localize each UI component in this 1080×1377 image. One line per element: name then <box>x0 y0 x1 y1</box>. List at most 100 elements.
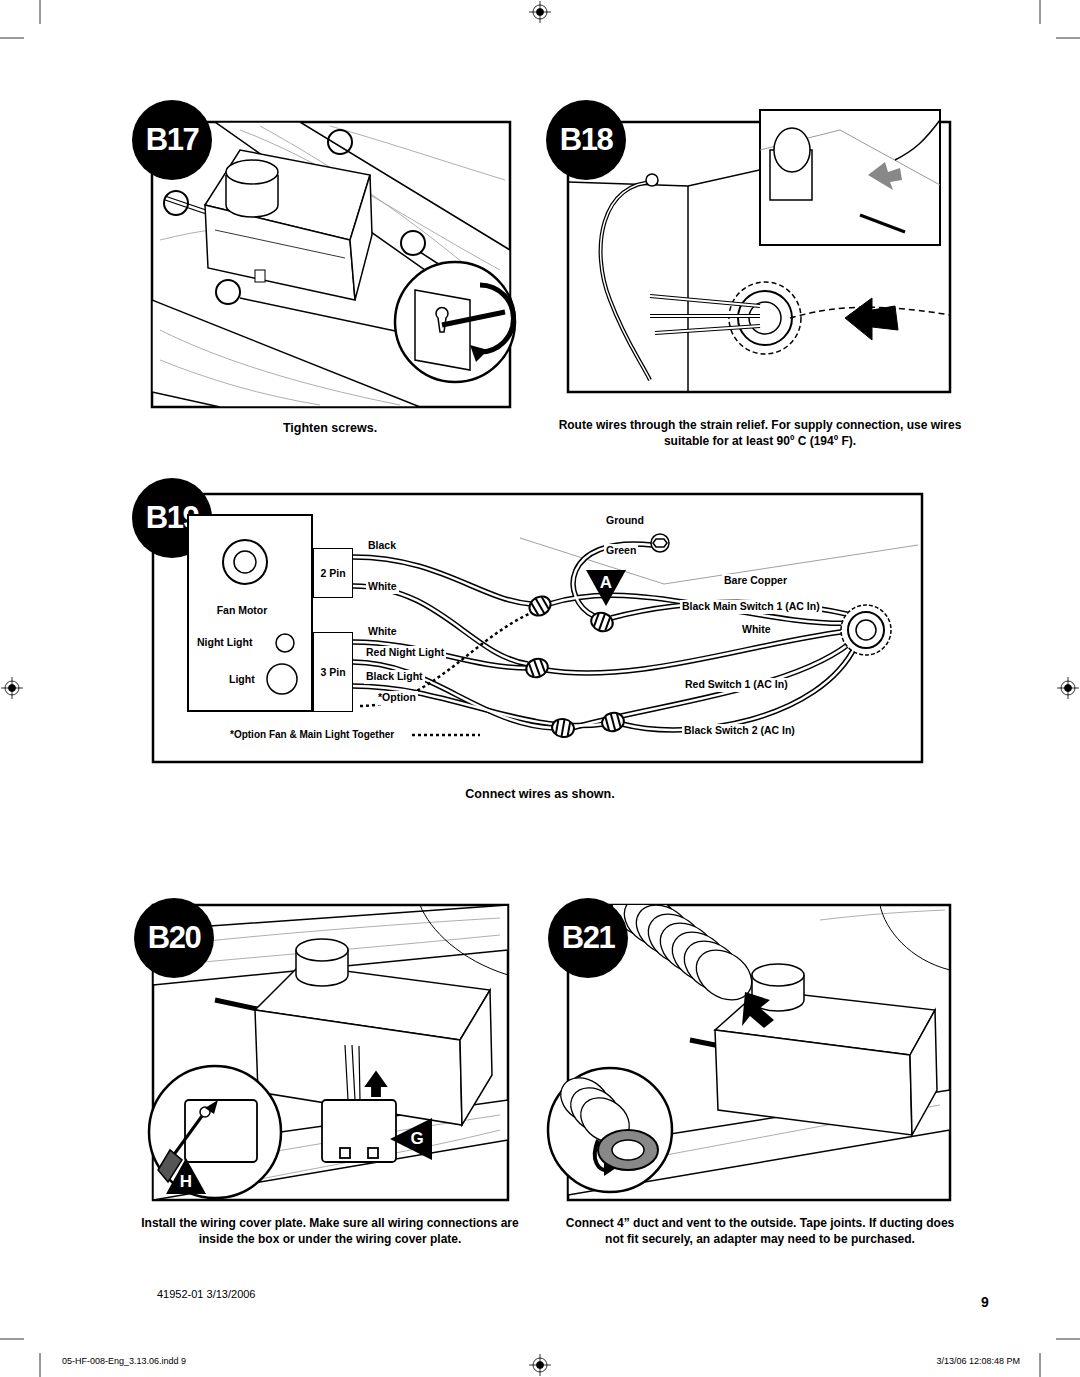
magnifier-detail-part <box>470 345 488 362</box>
crop-mark <box>1056 38 1080 39</box>
strain-relief <box>841 605 891 655</box>
crop-mark <box>1040 1353 1041 1377</box>
wire-label: White <box>366 625 399 639</box>
fan-housing-part <box>215 230 345 258</box>
step-number: B20 <box>148 920 200 956</box>
wire-nuts-part-part <box>524 656 551 680</box>
step-caption: Route wires through the strain relief. F… <box>545 418 975 449</box>
magnifier-detail-part <box>415 290 470 370</box>
wire-nuts <box>524 593 626 739</box>
ceiling-joists-part <box>170 918 500 1185</box>
strain-relief <box>650 282 950 354</box>
registration-mark-part <box>1068 677 1069 699</box>
wire-fills-part <box>622 645 856 730</box>
wire-label: Green <box>604 544 638 558</box>
step-caption: Connect wires as shown. <box>390 786 690 802</box>
inset-detail-part <box>860 215 905 232</box>
document-code: 41952-01 3/13/2006 <box>155 1287 257 1301</box>
magnifier-detail-part <box>205 1100 218 1114</box>
direction-arrow <box>742 992 774 1028</box>
triangle-shape-part <box>586 570 626 606</box>
crop-mark <box>1040 0 1041 24</box>
registration-mark-part <box>12 677 13 699</box>
option-dotted-wire <box>360 612 533 706</box>
step-badge: B21 <box>548 898 628 978</box>
crop-mark <box>0 38 24 39</box>
callout-triangle: A <box>586 570 626 606</box>
registration-mark-part <box>540 1 541 23</box>
wiring-cover-plate-part <box>366 1072 386 1096</box>
connector-box: 2 Pin <box>313 548 353 598</box>
step-b17-illustration <box>152 122 515 407</box>
option-dotted-key <box>412 734 480 737</box>
callout-letter: A <box>600 573 612 593</box>
triangle-shape-part <box>166 1158 206 1194</box>
motor-symbols-part <box>267 664 297 694</box>
crop-mark <box>40 0 41 24</box>
wire-nuts-part <box>600 710 626 733</box>
panel-frame <box>153 494 922 762</box>
screw-callouts-part <box>328 130 352 154</box>
part-label: Fan Motor <box>189 604 295 616</box>
wire-label: Black Switch 2 (AC In) <box>682 724 797 738</box>
joist <box>152 300 420 407</box>
wire-nuts-part-part <box>599 614 605 631</box>
housing-corner-part <box>601 182 658 380</box>
housing-corner-part <box>601 182 658 380</box>
motor-symbols-part <box>223 540 267 584</box>
wire-label: White <box>366 580 399 594</box>
pin-label: 3 Pin <box>320 666 345 678</box>
step-number: B18 <box>560 122 612 158</box>
step-caption: Tighten screws. <box>170 420 490 436</box>
wire-label: Black Light <box>364 670 425 684</box>
fan-housing-part <box>215 1000 262 1010</box>
registration-mark <box>529 1 551 23</box>
wire-nuts-part-part <box>540 659 545 672</box>
callout-triangle: G <box>390 1118 432 1160</box>
inset-detail-part <box>868 162 902 190</box>
wire-fills-part <box>573 544 652 616</box>
step-badge: B17 <box>132 100 212 180</box>
magnifier-detail-part <box>548 1068 672 1192</box>
fan-housing-part <box>296 939 348 961</box>
screw-callouts-part <box>240 298 400 332</box>
ceiling-edge-part <box>664 545 918 584</box>
fan-housing <box>165 150 372 300</box>
wiring-cover-plate <box>322 1072 396 1162</box>
magnifier-detail-part <box>436 308 448 332</box>
magnifier-detail <box>395 262 515 382</box>
wire-outlines <box>353 544 856 730</box>
fan-housing-part <box>345 1045 360 1100</box>
inset-detail <box>760 110 940 245</box>
wire-nuts-part-part <box>568 722 570 736</box>
fan-housing-part <box>752 964 804 986</box>
wire-label: Black Main Switch 1 (AC In) <box>680 600 822 614</box>
part-label: Light <box>229 673 265 685</box>
wire-nuts-part-part <box>617 714 621 728</box>
inset-detail-part <box>774 128 810 172</box>
wire-nuts-part-part <box>605 617 610 630</box>
connector-box: 3 Pin <box>313 632 353 712</box>
step-badge: B18 <box>546 100 626 180</box>
triangle-shape-part <box>390 1118 432 1160</box>
step-number: B21 <box>562 920 614 956</box>
inset-detail-part <box>895 120 940 160</box>
strain-relief-part <box>650 296 760 333</box>
wire-outlines-part <box>622 645 856 730</box>
wire-nuts-part-part <box>611 713 616 730</box>
magnifier-detail-part <box>480 285 514 352</box>
registration-mark <box>1 677 23 699</box>
option-note: *Option <box>376 691 418 705</box>
pin-label: 2 Pin <box>320 567 345 579</box>
wire-nuts-part-part <box>561 719 564 737</box>
registration-mark <box>1057 677 1079 699</box>
fan-housing-part <box>715 1030 912 1135</box>
callout-triangle: H <box>166 1158 206 1194</box>
wire-outlines-part <box>353 557 531 604</box>
wire-nuts-part <box>551 717 576 739</box>
option-note: *Option Fan & Main Light Together <box>228 728 396 741</box>
wire-nuts-part-part <box>594 613 599 626</box>
ceiling-joists-part <box>420 905 508 975</box>
